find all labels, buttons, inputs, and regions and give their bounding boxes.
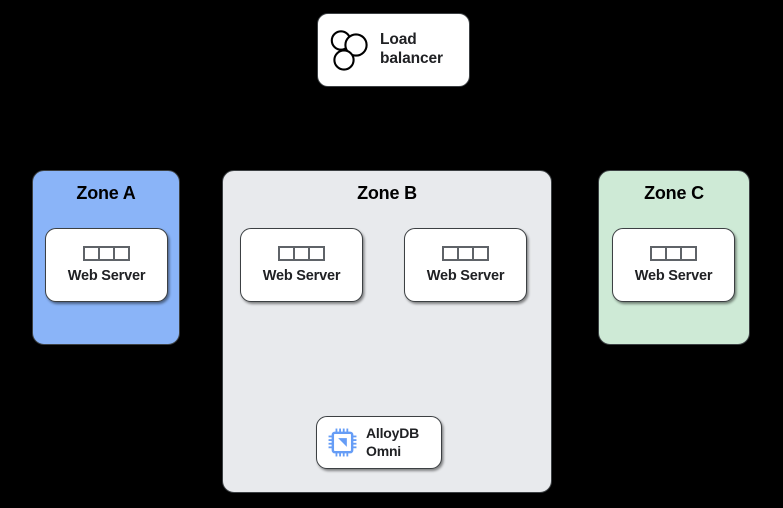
web-server-label: Web Server (262, 268, 341, 284)
alloydb-omni-label-line1: AlloyDB (366, 425, 420, 442)
alloydb-omni-label: AlloyDB Omni (366, 425, 419, 459)
zone-c-title: Zone C (644, 183, 704, 203)
web-server-label: Web Server (426, 268, 505, 284)
web-server-node-zone-a[interactable]: Web Server (45, 228, 168, 302)
web-server-node-zone-b-1[interactable]: Web Server (240, 228, 363, 302)
zone-a-title: Zone A (76, 183, 136, 203)
three-circles-icon (330, 30, 368, 71)
web-server-node-zone-b-2[interactable]: Web Server (404, 228, 527, 302)
cpu-chip-icon (328, 428, 357, 457)
load-balancer-label-line1: Load (380, 31, 417, 49)
web-server-node-zone-c[interactable]: Web Server (612, 228, 735, 302)
server-rack-icon (650, 246, 697, 261)
web-server-label: Web Server (634, 268, 713, 284)
load-balancer-node[interactable]: Load balancer (317, 13, 470, 87)
alloydb-omni-label-line2: Omni (366, 442, 401, 459)
web-server-label: Web Server (67, 268, 146, 284)
alloydb-omni-node[interactable]: AlloyDB Omni (316, 416, 442, 469)
server-rack-icon (83, 246, 130, 261)
load-balancer-label-line2: balancer (380, 50, 443, 67)
zone-b-title: Zone B (357, 183, 417, 203)
server-rack-icon (442, 246, 489, 261)
edge-lb-to-ws-c (461, 89, 626, 217)
server-rack-icon (278, 246, 325, 261)
edge-lb-to-ws-a (167, 89, 331, 217)
load-balancer-label: Load balancer (380, 31, 443, 69)
